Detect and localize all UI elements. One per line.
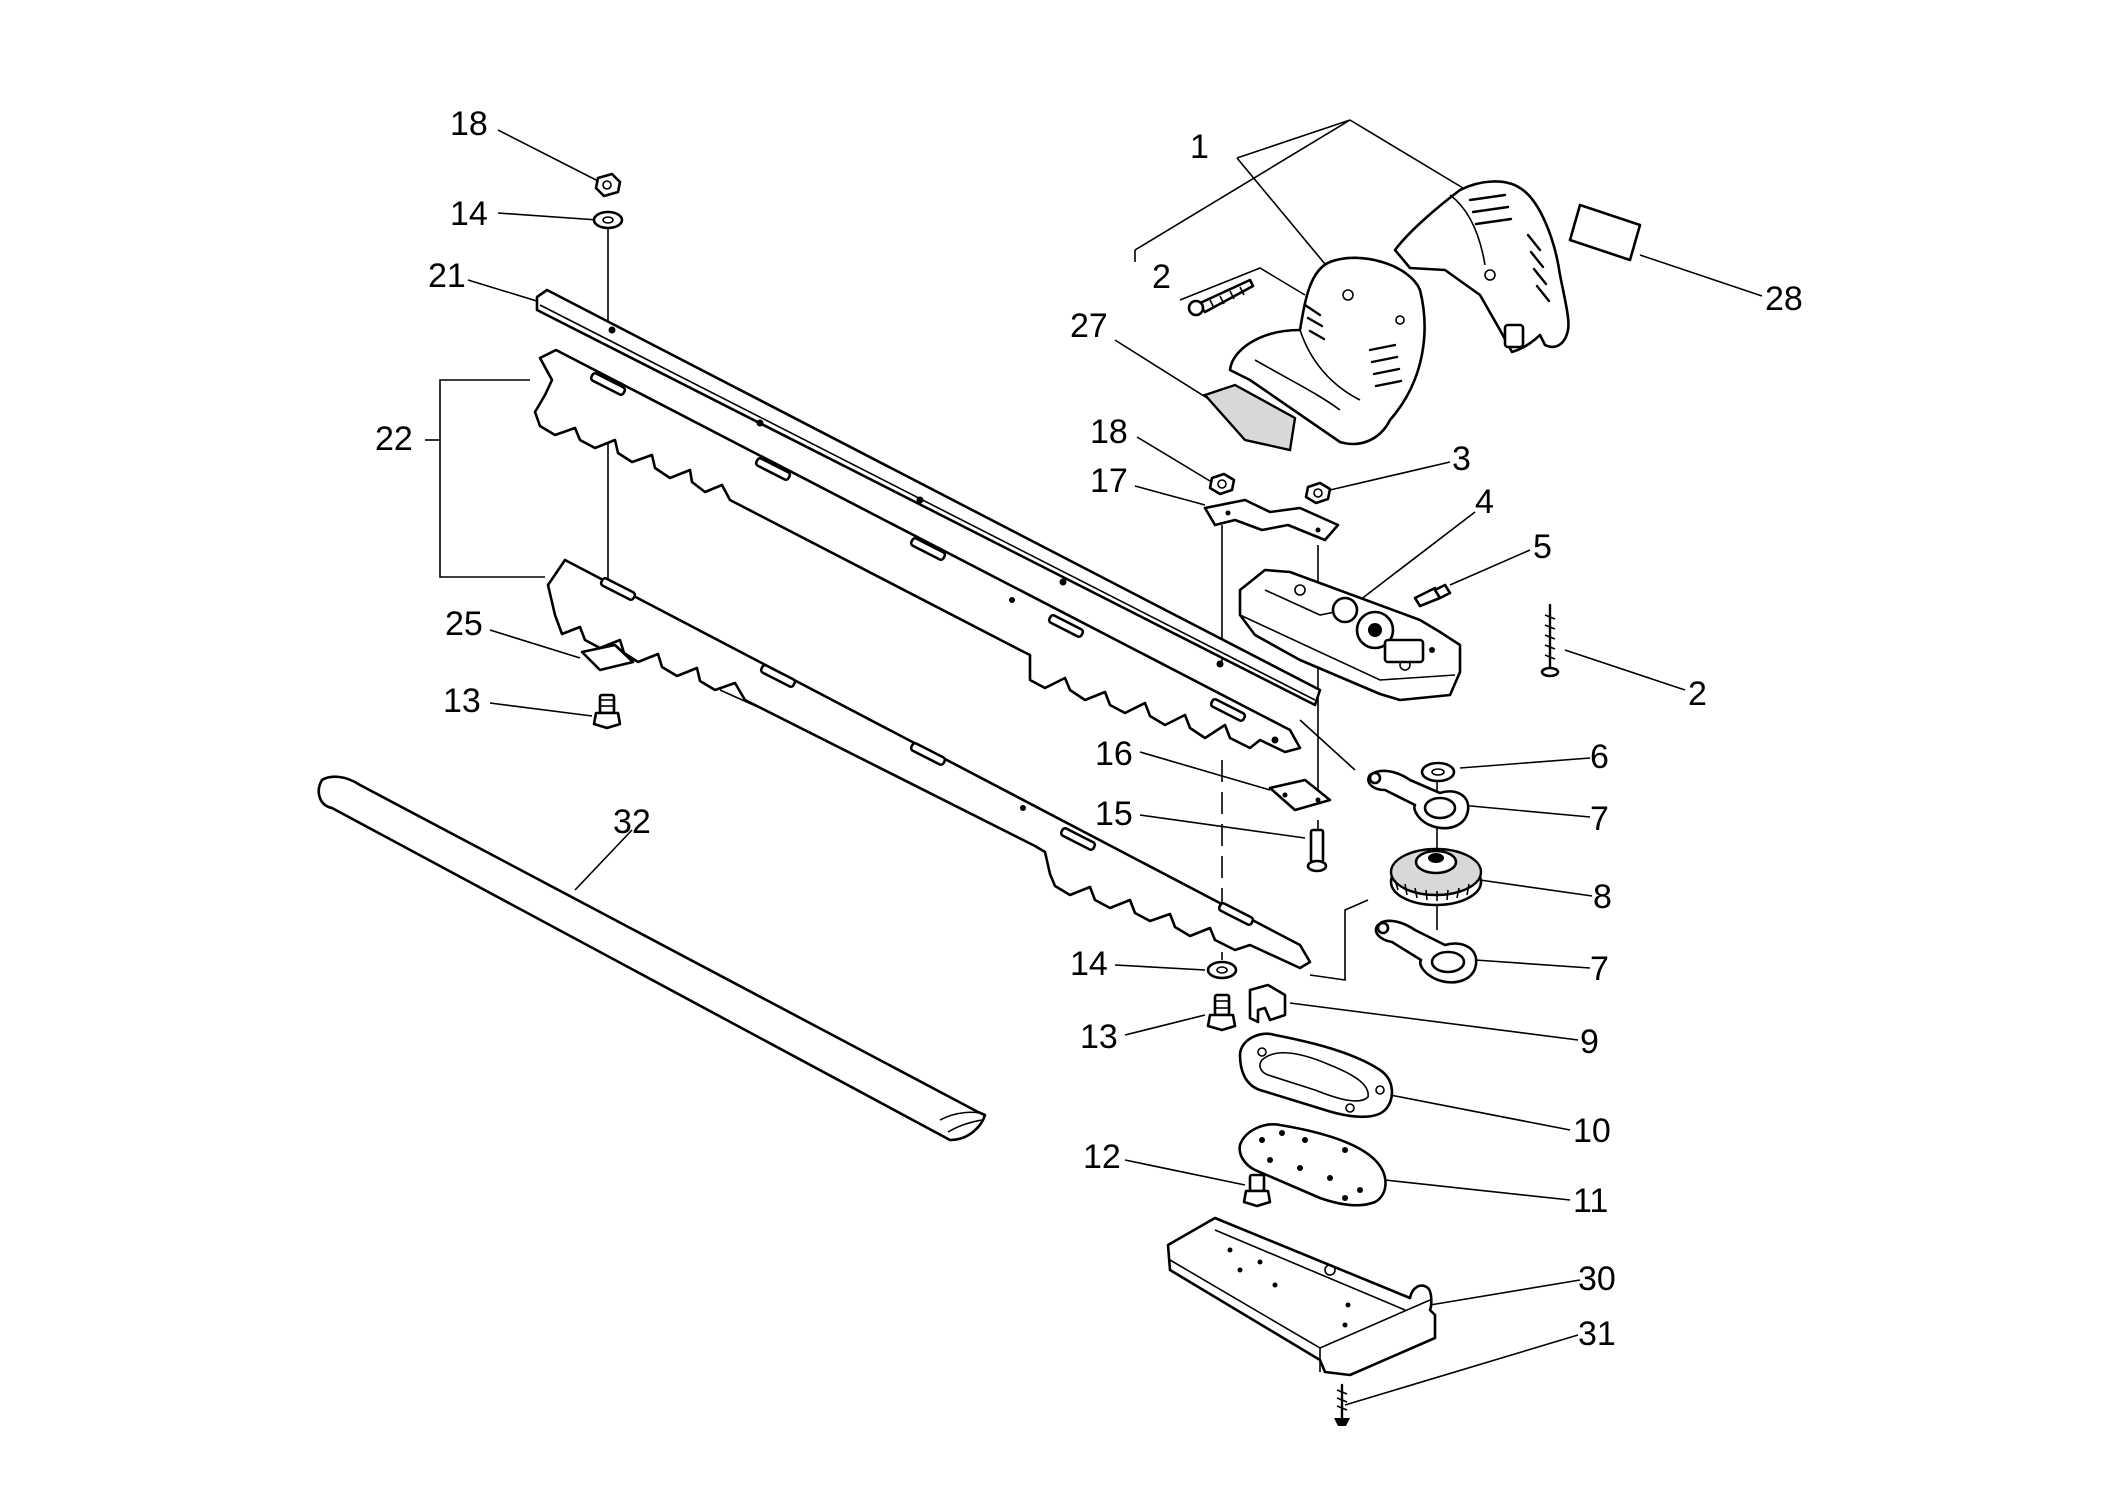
label-21: 21 bbox=[428, 257, 466, 295]
label-7-top: 7 bbox=[1590, 800, 1609, 838]
label-15: 15 bbox=[1095, 795, 1133, 833]
label-11: 11 bbox=[1573, 1182, 1608, 1220]
label-6: 6 bbox=[1590, 738, 1609, 776]
label-22: 22 bbox=[375, 420, 413, 458]
nut-18-top bbox=[594, 172, 622, 198]
label-28 bbox=[1568, 203, 1642, 262]
plate-25 bbox=[580, 643, 635, 672]
part-labels: 18 14 21 22 25 13 32 1 2 27 28 18 3 17 4… bbox=[375, 105, 1803, 1353]
label-14-bottom: 14 bbox=[1070, 945, 1108, 983]
pad-27 bbox=[1202, 383, 1297, 452]
blade-upper bbox=[533, 348, 1302, 754]
connecting-rod-7-bottom bbox=[1374, 919, 1478, 984]
screw-31 bbox=[1334, 1383, 1350, 1426]
label-5: 5 bbox=[1533, 528, 1552, 566]
label-7-bottom: 7 bbox=[1590, 950, 1609, 988]
gear-case-4 bbox=[1238, 568, 1462, 702]
label-30: 30 bbox=[1578, 1260, 1616, 1298]
label-16: 16 bbox=[1095, 735, 1133, 773]
bracket-17 bbox=[1203, 498, 1340, 542]
clip-9 bbox=[1248, 983, 1287, 1024]
leader-lines bbox=[425, 119, 1763, 1406]
washer-14-top bbox=[592, 210, 624, 230]
label-25: 25 bbox=[445, 605, 483, 643]
bolt-12 bbox=[1242, 1173, 1272, 1208]
blade-bar-21 bbox=[535, 288, 1322, 707]
washer-14-bottom bbox=[1206, 960, 1238, 980]
gasket-10 bbox=[1238, 1032, 1394, 1119]
label-27: 27 bbox=[1070, 307, 1108, 345]
bolt-15 bbox=[1306, 828, 1328, 873]
label-14-top: 14 bbox=[450, 195, 488, 233]
label-32: 32 bbox=[613, 803, 651, 841]
label-10: 10 bbox=[1573, 1112, 1611, 1150]
blade-sheath-32 bbox=[317, 775, 987, 1142]
bottom-cover-30 bbox=[1166, 1216, 1437, 1377]
label-28: 28 bbox=[1765, 280, 1803, 318]
gear-cover-front bbox=[1228, 256, 1426, 446]
label-3: 3 bbox=[1452, 440, 1471, 478]
nut-3 bbox=[1304, 481, 1332, 505]
label-17: 17 bbox=[1090, 462, 1128, 500]
gear-cover-rear bbox=[1393, 180, 1570, 354]
plate-16 bbox=[1268, 778, 1332, 812]
label-2-right: 2 bbox=[1688, 675, 1707, 713]
plate-11 bbox=[1238, 1123, 1387, 1207]
grease-fitting-5 bbox=[1413, 583, 1452, 608]
bolt-13-bottom bbox=[1206, 993, 1237, 1032]
bolt-13-left bbox=[592, 693, 622, 730]
label-13-left: 13 bbox=[443, 682, 481, 720]
label-4: 4 bbox=[1475, 483, 1494, 521]
screw-2-top bbox=[1187, 278, 1255, 317]
label-2-top: 2 bbox=[1152, 258, 1171, 296]
label-12: 12 bbox=[1083, 1138, 1121, 1176]
label-1: 1 bbox=[1190, 128, 1209, 166]
blade-lower bbox=[546, 558, 1312, 970]
gear-8 bbox=[1389, 847, 1483, 907]
label-18-mid: 18 bbox=[1090, 413, 1128, 451]
label-13-bottom: 13 bbox=[1080, 1018, 1118, 1056]
label-9: 9 bbox=[1580, 1023, 1599, 1061]
connecting-rod-7-top bbox=[1367, 769, 1470, 830]
label-31: 31 bbox=[1578, 1315, 1616, 1353]
nut-18-mid bbox=[1208, 472, 1236, 496]
screw-2-right bbox=[1540, 603, 1560, 678]
washer-6 bbox=[1420, 761, 1456, 783]
label-18-top: 18 bbox=[450, 105, 488, 143]
label-8: 8 bbox=[1593, 878, 1612, 916]
